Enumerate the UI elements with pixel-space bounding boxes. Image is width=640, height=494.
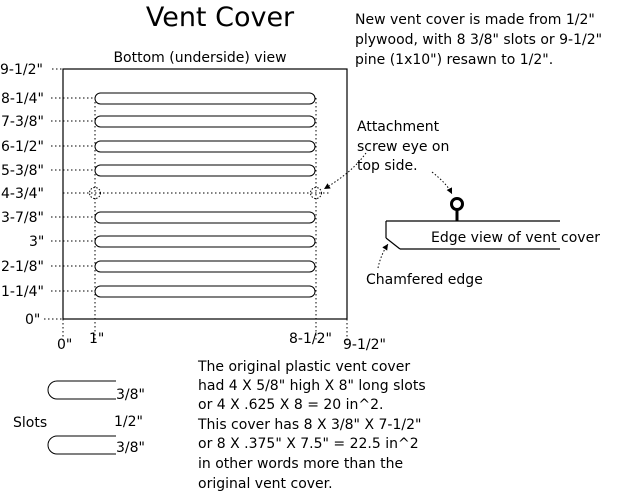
slot: [94, 115, 316, 128]
slot-detail-upper: [47, 380, 116, 400]
x-tick-label: 8-1/2": [289, 331, 332, 347]
slot-detail: [47, 380, 116, 455]
slot: [94, 285, 316, 298]
screw-eye-hole-left: [89, 187, 101, 199]
screw-eye-icon: [450, 197, 464, 221]
slot: [94, 260, 316, 273]
intro-note-line-3: pine (1x10") resawn to 1/2".: [355, 52, 553, 68]
body-note-line-3: or 4 X .625 X 8 = 20 in^2.: [198, 397, 384, 413]
screw-eye-hole-right: [310, 187, 322, 199]
y-tick-label: 0": [25, 312, 40, 328]
y-tick-label: 6-1/2": [1, 139, 44, 155]
intro-note-line-1: New vent cover is made from 1/2": [355, 12, 595, 28]
page-title: Vent Cover: [146, 2, 295, 33]
intro-note-line-2: plywood, with 8 3/8" slots or 9-1/2": [355, 32, 602, 48]
slot-width-label-lower: 3/8": [116, 440, 145, 456]
y-tick-label: 5-3/8": [1, 163, 44, 179]
y-tick-label: 7-3/8": [1, 114, 44, 130]
attachment-note-line-2: screw eye on: [357, 139, 449, 155]
edge-view-label: Edge view of vent cover: [431, 230, 600, 246]
body-note-line-7: original vent cover.: [198, 476, 333, 492]
edge-view-board: [385, 220, 560, 250]
vent-cover-outline: [62, 68, 348, 320]
board-chamfer: [385, 237, 401, 250]
attachment-arrow-to-eye: [431, 171, 453, 195]
y-tick-label: 3-7/8": [1, 210, 44, 226]
x-tick-label: 0": [57, 337, 72, 353]
y-tick-label: 9-1/2": [0, 62, 43, 78]
x-tick-label: 9-1/2": [343, 337, 386, 353]
slot-spacing-label: 1/2": [114, 414, 143, 430]
slots-group: [94, 92, 316, 298]
view-label: Bottom (underside) view: [113, 50, 286, 66]
x-axis-labels: 0" 1" 8-1/2" 9-1/2": [57, 331, 386, 353]
y-tick-label: 2-1/8": [1, 259, 44, 275]
x-tick-label: 1": [89, 331, 104, 347]
attachment-note-line-1: Attachment: [357, 119, 440, 135]
slot: [94, 164, 316, 177]
slots-label: Slots: [13, 415, 47, 431]
slot-width-label-upper: 3/8": [116, 387, 145, 403]
slot: [94, 211, 316, 224]
slot: [94, 235, 316, 248]
body-note-line-1: The original plastic vent cover: [197, 359, 410, 375]
body-note-line-6: in other words more than the: [198, 456, 403, 472]
chamfer-arrow: [377, 243, 389, 269]
y-tick-label: 8-1/4": [1, 91, 44, 107]
chamfer-label: Chamfered edge: [366, 272, 483, 288]
slot: [94, 140, 316, 153]
slot-detail-lower: [47, 435, 116, 455]
y-tick-label: 4-3/4": [1, 186, 44, 202]
attachment-note-line-3: top side.: [357, 158, 418, 174]
y-axis-labels: 9-1/2" 8-1/4" 7-3/8" 6-1/2" 5-3/8" 4-3/4…: [0, 62, 95, 328]
slot: [94, 92, 316, 105]
body-note-line-4: This cover has 8 X 3/8" X 7-1/2": [197, 417, 421, 433]
y-tick-label: 3": [29, 234, 44, 250]
body-note-line-5: or 8 X .375" X 7.5" = 22.5 in^2: [198, 436, 419, 452]
y-tick-label: 1-1/4": [1, 284, 44, 300]
attachment-arrow-to-hole: [323, 152, 367, 190]
body-note-line-2: had 4 X 5/8" high X 8" long slots: [198, 378, 426, 394]
